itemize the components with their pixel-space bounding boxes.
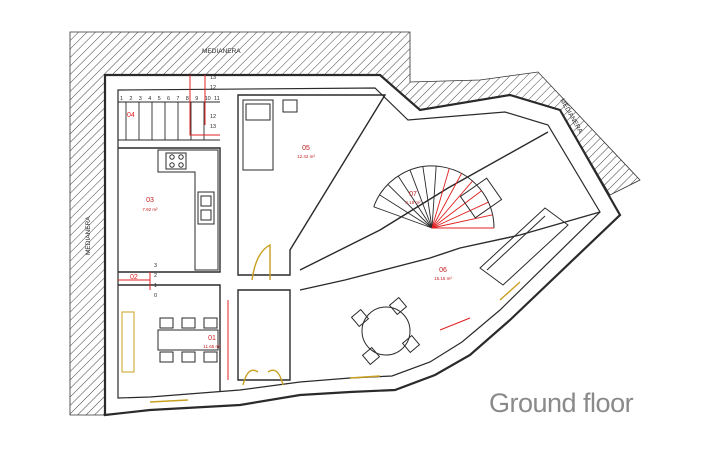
spiral-stair-step xyxy=(431,201,489,229)
doors xyxy=(149,243,521,403)
room-05-label: 05 xyxy=(302,145,310,152)
room-04-label: 04 xyxy=(127,112,135,119)
spiral-stair-step xyxy=(409,169,433,229)
dining-table xyxy=(121,311,219,373)
outer-wall xyxy=(103,73,622,417)
stair-step-number: 13 xyxy=(210,75,216,81)
room-01-label: 01 xyxy=(208,335,216,342)
stair-step-number: 5 xyxy=(158,96,161,102)
spiral-stair xyxy=(373,165,495,229)
party-wall-label-top: MEDIANERA xyxy=(202,48,241,55)
spiral-stair-step xyxy=(431,166,437,229)
stair-step-number: 4 xyxy=(148,96,151,102)
room-07-area: 4.18 m² xyxy=(405,200,421,205)
spiral-stair-step xyxy=(422,166,433,229)
spiral-stair-step xyxy=(431,190,482,229)
inner-wall xyxy=(117,87,601,399)
partition-walls xyxy=(118,94,601,392)
stair-step-number: 3 xyxy=(139,96,142,102)
annotation-lines xyxy=(118,75,471,380)
floor-caption: Ground floor xyxy=(489,388,634,418)
party-wall-label-left: MEDIANERA xyxy=(85,216,92,255)
room-01-area: 11.65 m² xyxy=(203,344,221,349)
stair-step-number: 0 xyxy=(154,293,157,299)
room-03-label: 03 xyxy=(146,197,154,204)
straight-stair xyxy=(118,101,220,141)
stair-step-number: 1 xyxy=(120,96,123,102)
stair-step-number: 3 xyxy=(154,263,157,269)
room-03-area: 7.92 m² xyxy=(142,207,158,212)
spiral-stair-step xyxy=(379,194,433,229)
room-06-label: 06 xyxy=(439,267,447,274)
spiral-stair-outline xyxy=(373,165,495,229)
spiral-stair-step xyxy=(387,184,433,229)
stair-step-number: 12 xyxy=(210,114,216,120)
stair-step-number: 9 xyxy=(195,96,198,102)
stair-step-number: 1 xyxy=(154,283,157,289)
room-06-area: 15.15 m² xyxy=(434,276,452,281)
stair-step-number: 11 xyxy=(214,96,220,102)
stair-step-number: 13 xyxy=(210,124,216,130)
stair-step-number: 12 xyxy=(210,85,216,91)
stair-step-number: 10 xyxy=(205,96,211,102)
spiral-stair-step xyxy=(397,175,433,229)
spiral-stair-step xyxy=(431,180,473,229)
stair-step-number: 2 xyxy=(154,273,157,279)
stair-step-number: 6 xyxy=(167,96,170,102)
sofa xyxy=(459,177,569,286)
bed xyxy=(242,99,298,171)
spiral-stair-step xyxy=(431,168,450,229)
stair-step-number: 8 xyxy=(186,96,189,102)
spiral-stair-step xyxy=(373,206,433,229)
room-07-label: 07 xyxy=(409,191,417,198)
stair-step-number: 2 xyxy=(129,96,132,102)
spiral-stair-step xyxy=(431,214,493,229)
room-02-label: 02 xyxy=(130,274,138,281)
round-table xyxy=(350,296,421,366)
kitchen-counter xyxy=(157,149,219,271)
spiral-stair-step xyxy=(431,173,462,229)
room-05-area: 12.42 m² xyxy=(297,154,315,159)
stair-step-number: 7 xyxy=(176,96,179,102)
